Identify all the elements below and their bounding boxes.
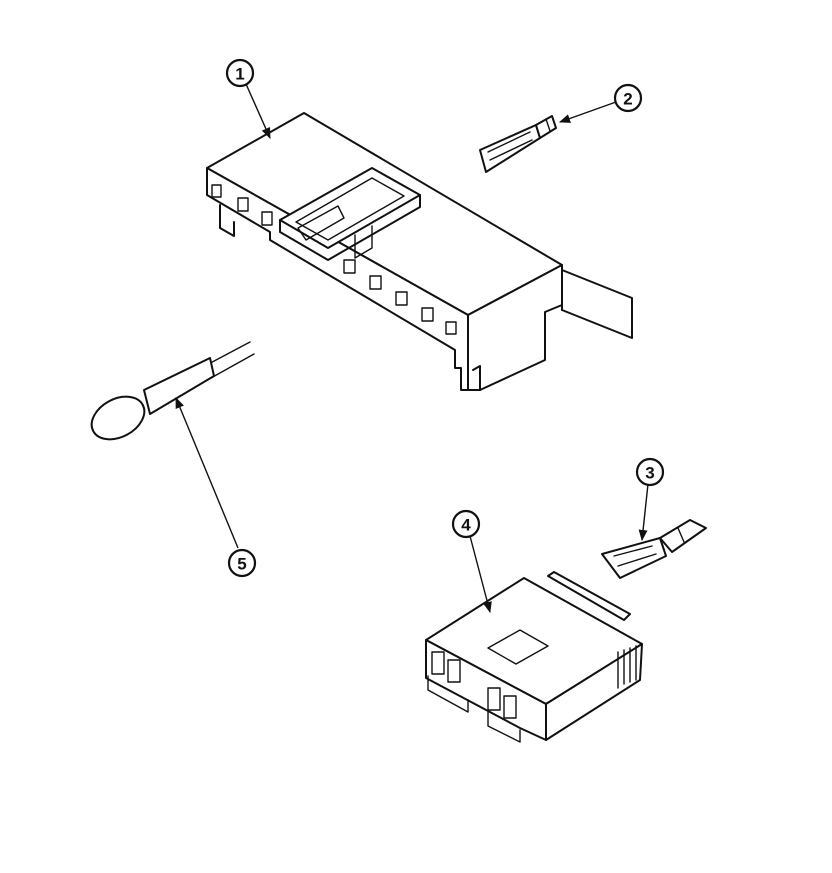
callout-2: 2 [613,83,643,113]
terminal-small [479,115,557,173]
terminal [601,519,707,579]
callout-1-label: 1 [235,65,244,84]
insertion-tool [90,341,255,441]
callout-5-label: 5 [237,555,246,574]
callout-4-label: 4 [461,516,471,535]
callout-1: 1 [225,58,255,88]
callout-3: 3 [635,457,665,487]
connector-block [425,571,643,743]
callout-2-label: 2 [623,90,632,109]
connector-housing [206,112,633,391]
callout-5: 5 [227,548,257,578]
callout-4: 4 [451,509,481,539]
leader-lines [175,83,649,614]
callout-3-label: 3 [645,464,654,483]
